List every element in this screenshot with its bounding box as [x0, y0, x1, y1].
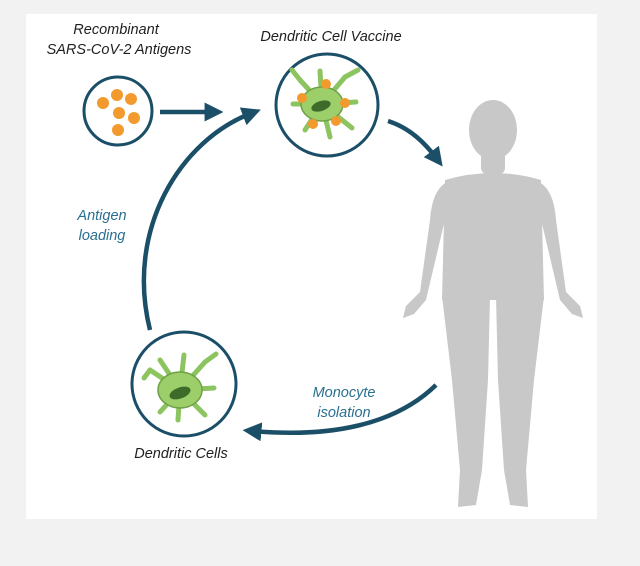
- antigen-loading-label-line2: loading: [78, 228, 126, 244]
- antigens-label-line1: Recombinant: [73, 22, 159, 38]
- dendritic-cells-label: Dendritic Cells: [134, 446, 228, 462]
- antigen-loading-label-line1: Antigen: [77, 208, 127, 224]
- antigen-loading-arrow: [141, 107, 261, 331]
- antigens-label-line2: SARS-CoV-2 Antigens: [46, 42, 192, 58]
- vaccine-to-human-arrow: [387, 118, 443, 167]
- dendritic-cell-icon: [130, 330, 238, 438]
- antigen-dots-icon: [82, 75, 154, 147]
- monocyte-isolation-arrow: [242, 383, 438, 442]
- human-silhouette-icon: [403, 100, 583, 507]
- monocyte-isolation-label-line1: Monocyte: [312, 385, 376, 401]
- vaccine-label: Dendritic Cell Vaccine: [260, 29, 402, 45]
- dendritic-cell-vaccine-icon: [274, 52, 380, 158]
- monocyte-isolation-label-line2: isolation: [317, 405, 371, 421]
